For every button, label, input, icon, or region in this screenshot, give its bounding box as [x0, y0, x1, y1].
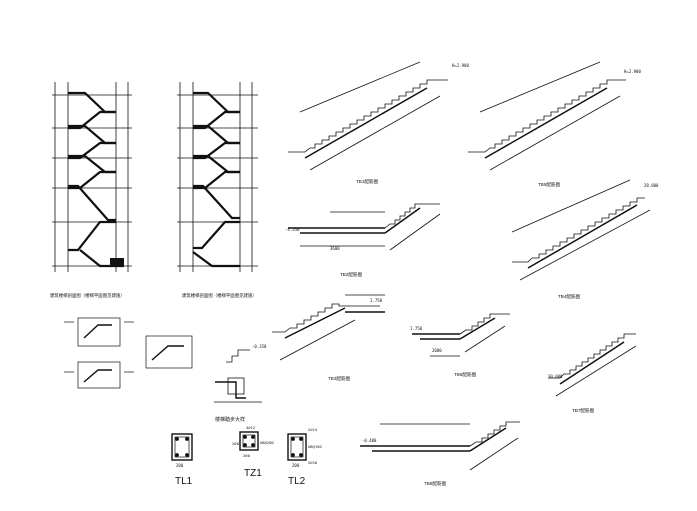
- tl1-label: TL1: [175, 476, 193, 487]
- tl2-label: TL2: [288, 476, 306, 487]
- tb3-title: TB3配筋图: [328, 375, 351, 382]
- tl2-width: 200: [292, 463, 300, 468]
- tb1-diagram: [288, 61, 448, 171]
- tz1-depth: 200: [232, 441, 240, 446]
- tb5-elev: H=2.900: [624, 69, 641, 74]
- tb6-dim: 2000: [432, 348, 442, 353]
- tb2-dim: 3600: [330, 246, 340, 251]
- tz1-section: [239, 431, 259, 451]
- tb1-elev: H=2.900: [452, 63, 469, 68]
- tb2-title: TB2配筋图: [340, 271, 363, 278]
- tb2-elev: -4.350: [285, 227, 300, 232]
- tb6-elev: 1.750: [410, 326, 423, 331]
- tl1-section: [171, 433, 193, 461]
- tb8-elev: -0.400: [362, 438, 377, 443]
- tb6-diagram: [412, 313, 510, 357]
- tb7-elev: 30.000: [548, 374, 563, 379]
- node-elev: -0.350: [252, 344, 267, 349]
- stair-plan-sketch-3: [145, 335, 193, 369]
- stair-node-detail: [214, 349, 262, 403]
- tl1-width: 200: [176, 463, 184, 468]
- tb4-diagram: [511, 179, 651, 281]
- stair-section-b: [177, 82, 258, 272]
- tb2-diagram: [288, 203, 441, 251]
- tl2-section: [287, 433, 307, 461]
- tb1-title: TB1配筋图: [356, 178, 379, 185]
- tb6-title: TB6配筋图: [454, 371, 477, 378]
- stair-section-a: [52, 82, 132, 272]
- tl2-top-bars: 2⌀14: [308, 427, 318, 432]
- node-detail-title: 楼梯踏步大样: [215, 416, 245, 423]
- tz1-width: 200: [243, 453, 251, 458]
- tz1-stirrups: ⌀8@200: [260, 440, 274, 445]
- tb4-elev: 28.800: [644, 183, 659, 188]
- tz1-top-bars: 4⌀12: [246, 425, 255, 430]
- tl2-bottom-bars: 2⌀16: [308, 460, 318, 465]
- stair-plan-sketch-1: [64, 317, 134, 347]
- tb7-diagram: [548, 333, 637, 397]
- stair-plan-sketch-2: [64, 361, 134, 389]
- tb7-title: TB7配筋图: [572, 407, 595, 414]
- tb5-title: TB5配筋图: [538, 181, 561, 188]
- section-b-caption: 建筑楼梯剖面图（楼梯平面图见建施）: [182, 292, 257, 299]
- tb3-diagram: [272, 294, 385, 361]
- tl2-stirrups: ⌀8@150: [308, 444, 322, 449]
- tb8-title: TB8配筋图: [424, 480, 447, 487]
- tb3-elev: 1.750: [370, 298, 383, 303]
- section-a-caption: 建筑楼梯剖面图（楼梯平面图见建施）: [50, 292, 125, 299]
- tb4-title: TB4配筋图: [558, 293, 581, 300]
- tb5-diagram: [468, 61, 626, 171]
- tb8-diagram: [360, 421, 520, 471]
- tz1-label: TZ1: [244, 468, 262, 479]
